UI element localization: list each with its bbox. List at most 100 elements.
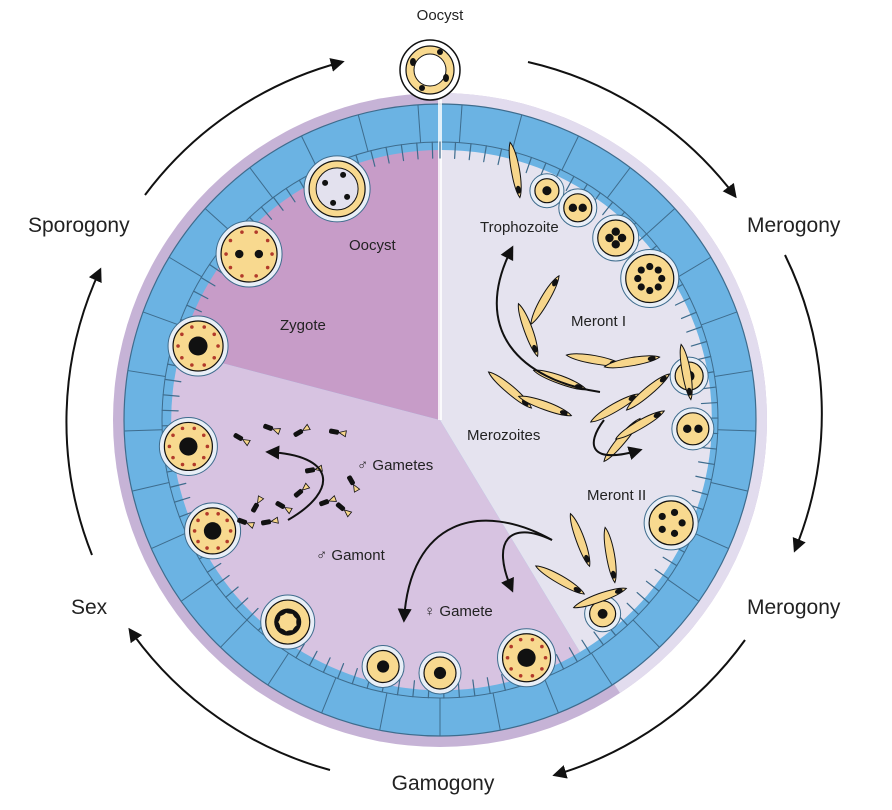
- parasite-cell: [529, 173, 565, 209]
- microvillus: [385, 146, 390, 164]
- microvillus: [215, 574, 230, 586]
- cell-boundary: [701, 311, 738, 326]
- male-gametes: [233, 423, 361, 529]
- gamete-tail: [245, 522, 256, 529]
- parasite-cell: [158, 416, 218, 476]
- granule: [180, 426, 185, 431]
- nucleus: [611, 227, 620, 236]
- merozoite-nucleus: [686, 387, 693, 396]
- granule: [212, 332, 217, 337]
- cell-body: [625, 253, 675, 304]
- cell-boundary: [168, 256, 202, 278]
- microvillus: [636, 591, 650, 604]
- gamete-tail: [301, 423, 311, 432]
- granule: [202, 363, 207, 367]
- cell-body: [563, 193, 593, 223]
- gamete-head: [263, 423, 274, 431]
- arrow-to-female-gamete: [501, 531, 553, 593]
- arrow-to-male-gametes: [265, 445, 325, 521]
- male-gametes-label: ♂ Gametes: [357, 457, 433, 474]
- nucleus: [654, 283, 662, 291]
- nucleus: [254, 249, 264, 259]
- merozoite-nucleus: [515, 185, 522, 194]
- microvillus: [699, 446, 718, 450]
- nucleus: [568, 203, 578, 213]
- nucleus: [658, 274, 666, 283]
- female-gamete-label: ♀ Gamete: [424, 603, 493, 620]
- microvillus: [555, 654, 565, 670]
- microvillus: [454, 141, 457, 160]
- microvillus: [260, 206, 273, 220]
- male-gamete: [335, 502, 353, 518]
- cell-boundary: [458, 104, 463, 143]
- granule: [192, 462, 197, 467]
- microvillus: [308, 650, 318, 667]
- nucleus: [179, 437, 198, 456]
- nucleus: [637, 283, 645, 291]
- granule: [167, 444, 172, 449]
- cell-boundary: [267, 652, 290, 686]
- microvillus: [169, 482, 187, 488]
- cell-boundary: [127, 370, 166, 378]
- meront-2-label: Meront II: [587, 487, 646, 504]
- microvillus: [412, 680, 416, 698]
- cell-boundary: [678, 256, 712, 278]
- microvillus: [272, 196, 284, 211]
- cell-boundary: [321, 677, 337, 714]
- nucleus: [646, 262, 654, 271]
- microvillus: [690, 340, 708, 347]
- merozoite: [534, 565, 586, 595]
- merozoite: [569, 512, 591, 568]
- cell-boundary: [492, 692, 501, 731]
- oocyst-dot: [340, 171, 347, 178]
- merozoite-body: [517, 302, 539, 358]
- inner-arrows: [265, 245, 643, 623]
- gamete-head: [335, 502, 346, 512]
- granule: [176, 344, 180, 348]
- arrow-oocyst-to-merogony: [527, 61, 737, 199]
- granule: [205, 511, 209, 516]
- microvillus: [370, 150, 376, 167]
- gamete-head: [237, 517, 248, 525]
- nucleus: [617, 233, 627, 243]
- microvillus: [400, 144, 405, 162]
- nucleus: [542, 186, 552, 196]
- granule: [265, 238, 270, 243]
- microvillus: [235, 597, 249, 610]
- granule: [180, 462, 185, 467]
- merozoite-body: [614, 410, 666, 440]
- oocyst-dot: [322, 179, 329, 186]
- arrow-gamogony-to-sex: [128, 627, 331, 771]
- microvillus: [680, 311, 697, 320]
- merozoite-nucleus: [584, 554, 590, 563]
- gamogony-label: Gamogony: [392, 772, 495, 795]
- merozoite-nucleus: [559, 410, 568, 416]
- gamete-tail: [352, 483, 361, 493]
- microvillus: [206, 562, 222, 573]
- merogony-label-2: Merogony: [747, 596, 841, 619]
- cell-boundary: [710, 482, 749, 492]
- nucleus: [634, 274, 642, 283]
- sporogony-label: Sporogony: [28, 214, 130, 237]
- granule: [180, 355, 184, 360]
- granule: [212, 355, 217, 360]
- granule: [196, 518, 200, 523]
- microvillus: [396, 678, 401, 696]
- granule: [228, 529, 233, 533]
- male-gamete: [251, 495, 265, 513]
- nucleus: [637, 266, 645, 274]
- cell-boundary: [220, 619, 248, 648]
- microvillus: [691, 489, 709, 496]
- cell-boundary: [590, 652, 613, 686]
- merozoites-label: Merozoites: [467, 427, 540, 444]
- gamete-head: [293, 429, 304, 437]
- parasite-cell: [184, 502, 242, 560]
- male-gamete: [275, 501, 293, 515]
- gamete-tail: [271, 428, 282, 435]
- parasite-cell: [361, 645, 405, 689]
- oocyst-dot: [344, 193, 351, 200]
- parasite-cell: [260, 594, 316, 650]
- granule: [509, 644, 513, 649]
- granule: [225, 518, 229, 523]
- microvillus: [162, 394, 180, 397]
